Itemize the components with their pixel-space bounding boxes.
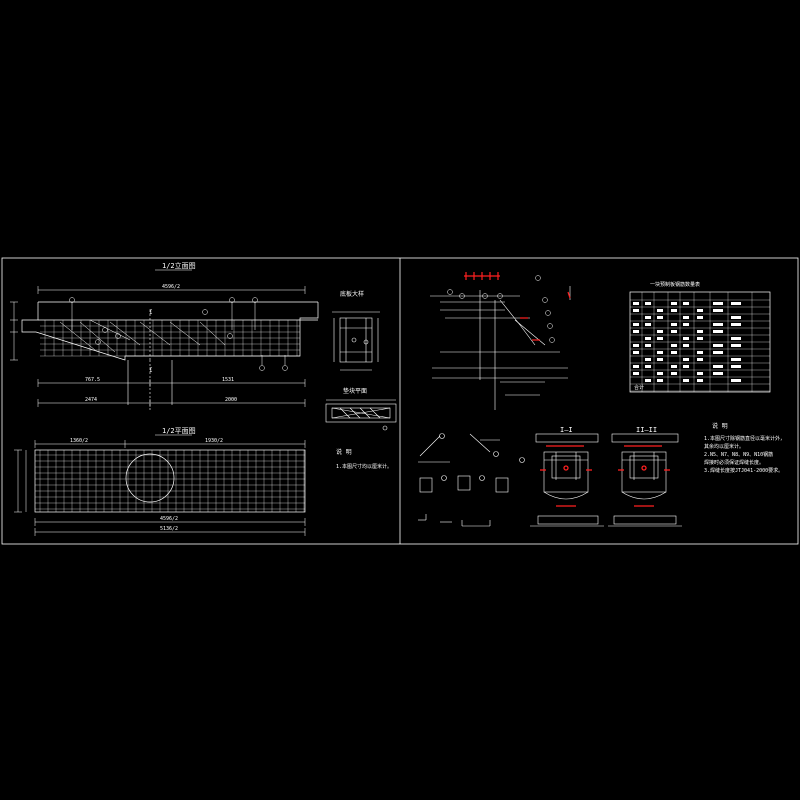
plan-dim-bottom: 4596/2	[160, 516, 178, 522]
dim-bottom-left: 2474	[85, 397, 97, 403]
left-sheet: 1/2立面图 4596/2	[10, 261, 397, 536]
section-1-highlights	[540, 445, 592, 507]
plan-title: 1/2平面图	[162, 427, 196, 435]
plan-outline	[34, 449, 306, 513]
plan-dim-top-left: 1360/2	[70, 438, 88, 444]
elevation-top-dim-text: 4596/2	[162, 284, 180, 290]
elevation-top-dimension	[37, 286, 306, 294]
section-mark-lower: I	[149, 367, 153, 374]
elevation-outline	[21, 301, 319, 361]
plan-left-dims	[14, 449, 27, 513]
right-notes: 1.本图尺寸除钢筋直径以毫米计外， 其余均以厘米计。 2.N5、N7、N8、N9…	[704, 435, 785, 474]
section-2-title: II—II	[636, 426, 657, 434]
plan-rebar-grid	[35, 450, 305, 512]
left-note-1: 1.本图尺寸均以厘米计。	[336, 463, 392, 470]
plan-dim-top-right: 1930/2	[205, 438, 223, 444]
left-notes-title: 说 明	[336, 448, 352, 456]
rebar-small-details	[418, 433, 525, 527]
detail-a-title: 底板大样	[340, 290, 364, 298]
quantity-table-title: 一块预制板钢筋数量表	[650, 281, 700, 288]
quantity-table-cells	[633, 302, 741, 382]
section-mark-upper: I	[149, 309, 153, 316]
elevation-title: 1/2立面图	[162, 261, 196, 270]
right-note-line-4: 焊接时必须保证焊缝长度。	[704, 459, 764, 466]
dim-bottom-right: 2000	[225, 397, 237, 403]
dim-right-seg: 1531	[222, 377, 234, 383]
right-sheet: 一块预制板钢筋数量表 合计 I—I	[418, 272, 785, 527]
elevation-support	[127, 310, 173, 410]
right-note-line-1: 1.本图尺寸除钢筋直径以毫米计外，	[704, 435, 785, 442]
rebar-callouts	[447, 275, 555, 343]
right-note-line-5: 3.焊缝长度按JTJ041-2000要求。	[704, 467, 783, 474]
plan-top-dimensions	[34, 440, 306, 448]
quantity-table-grid	[630, 292, 770, 392]
right-note-line-2: 其余均以厘米计。	[704, 443, 744, 450]
detail-b-title: 垫块平面	[343, 387, 367, 395]
detail-a-drawing	[332, 311, 380, 371]
section-1-title: I—I	[560, 426, 573, 434]
plan-bottom-dimensions	[34, 518, 306, 536]
plan-opening	[125, 453, 175, 503]
elevation-bent-bars	[59, 319, 226, 353]
elevation-rebar-grid	[40, 320, 300, 357]
quantity-table-total-label: 合计	[634, 384, 644, 391]
detail-b-drawing	[325, 399, 397, 431]
plan-dim-bottom2: 5136/2	[160, 526, 178, 532]
rebar-highlight-marks	[464, 272, 571, 341]
elevation-callouts	[69, 297, 288, 371]
section-2-highlights	[618, 445, 670, 507]
right-note-line-3: 2.N5、N7、N8、N9、N10钢筋	[704, 451, 773, 458]
elevation-bottom-dimensions	[37, 379, 306, 407]
rebar-bending-diagram	[430, 286, 571, 410]
elevation-left-dims	[10, 301, 18, 361]
dim-left-seg: 767.5	[85, 377, 100, 383]
right-notes-title: 说 明	[712, 422, 728, 430]
section-1-drawing	[530, 433, 604, 527]
section-2-drawing	[608, 433, 682, 527]
